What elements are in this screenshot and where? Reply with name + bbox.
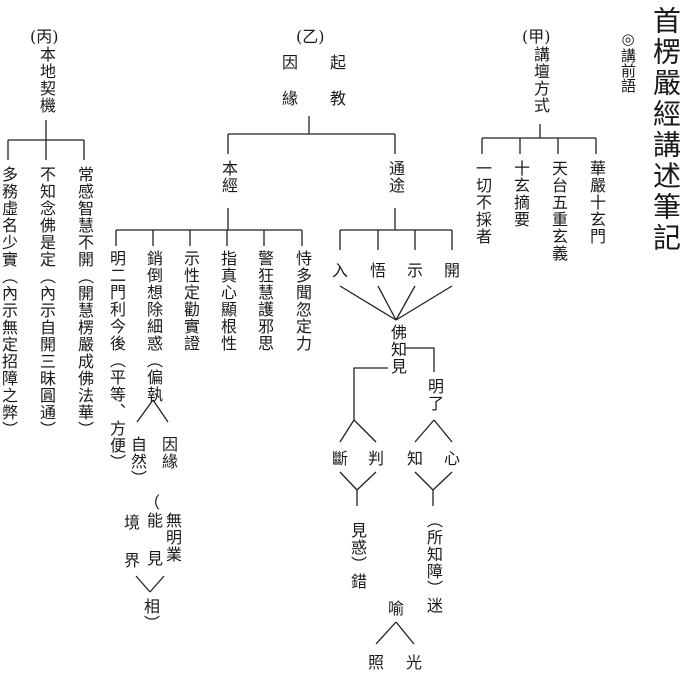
jia-item-4: 一切不採者 xyxy=(473,160,492,245)
bing-item-3: 多務虛名少實（內示無定招障之弊） xyxy=(0,166,18,438)
bing-item-2: 不知念佛是定（內示自開三昧圓通） xyxy=(37,166,56,438)
duan: 斷 xyxy=(332,449,349,468)
suozhi-zhang: （所知障）迷 xyxy=(424,512,443,614)
jie: 界 xyxy=(124,551,141,570)
section-yi-label-b: 緣 教 xyxy=(282,89,355,108)
jian-huo: 見惑）錯 xyxy=(348,522,367,590)
bing-item-1: 常感智慧不開（開慧楞嚴成佛法華） xyxy=(75,166,94,438)
subtitle: ◎講前語 xyxy=(619,30,637,93)
tongtu-item-ru: 入 xyxy=(332,261,349,280)
tongtu-item-wu: 悟 xyxy=(370,261,387,280)
neng-jian: 能 xyxy=(144,512,163,529)
section-yi-label-a: 因 起 xyxy=(282,53,355,72)
ziran: 自然） xyxy=(128,436,147,487)
section-bing-label: 本地契機 xyxy=(37,46,56,114)
yu: 喻 xyxy=(388,599,405,618)
tongtu-item-shi: 示 xyxy=(407,261,424,280)
benjing-item-3: 指真心顯根性 xyxy=(218,250,237,352)
jia-item-2: 天台五重玄義 xyxy=(549,160,568,262)
zhi: 知 xyxy=(407,449,424,468)
guang: 光 xyxy=(406,653,423,672)
yinyuan: 因緣 xyxy=(159,436,178,470)
xiang: 相） xyxy=(141,598,160,632)
section-yi-mark: (乙) xyxy=(296,27,325,46)
tongtu-item-kai: 開 xyxy=(444,261,461,280)
wuming-ye: 無明業 xyxy=(163,512,182,563)
fo-zhi-jian: 佛知見 xyxy=(388,324,407,375)
section-jia-mark: (甲) xyxy=(522,27,551,46)
xin: 心 xyxy=(444,449,461,468)
benjing-item-6: 明二門利今後（平等、方便） xyxy=(107,250,126,471)
jian: 見 xyxy=(144,550,163,567)
pan: 判 xyxy=(368,449,385,468)
section-bing-mark: (丙) xyxy=(30,27,59,46)
benjing-item-4: 示性定勸實證 xyxy=(181,250,200,352)
ming-liao: 明了 xyxy=(425,378,444,412)
jia-item-1: 華嚴十玄門 xyxy=(587,160,606,245)
jia-item-3: 十玄摘要 xyxy=(511,160,530,228)
branch-tongtu: 通途 xyxy=(386,160,405,194)
section-jia-label: 講壇方式 xyxy=(531,46,550,114)
paren-open: （ xyxy=(144,493,161,512)
document-title: 首楞嚴經講述筆記 xyxy=(649,6,682,254)
benjing-item-2: 警狂慧護邪思 xyxy=(255,250,274,352)
zhao: 照 xyxy=(368,653,385,672)
branch-benjing: 本經 xyxy=(219,160,238,194)
benjing-item-5: 銷倒想除細惑（偏執 xyxy=(144,250,163,403)
benjing-item-1: 恃多聞忽定力 xyxy=(293,250,312,352)
jing: 境 xyxy=(124,513,141,532)
